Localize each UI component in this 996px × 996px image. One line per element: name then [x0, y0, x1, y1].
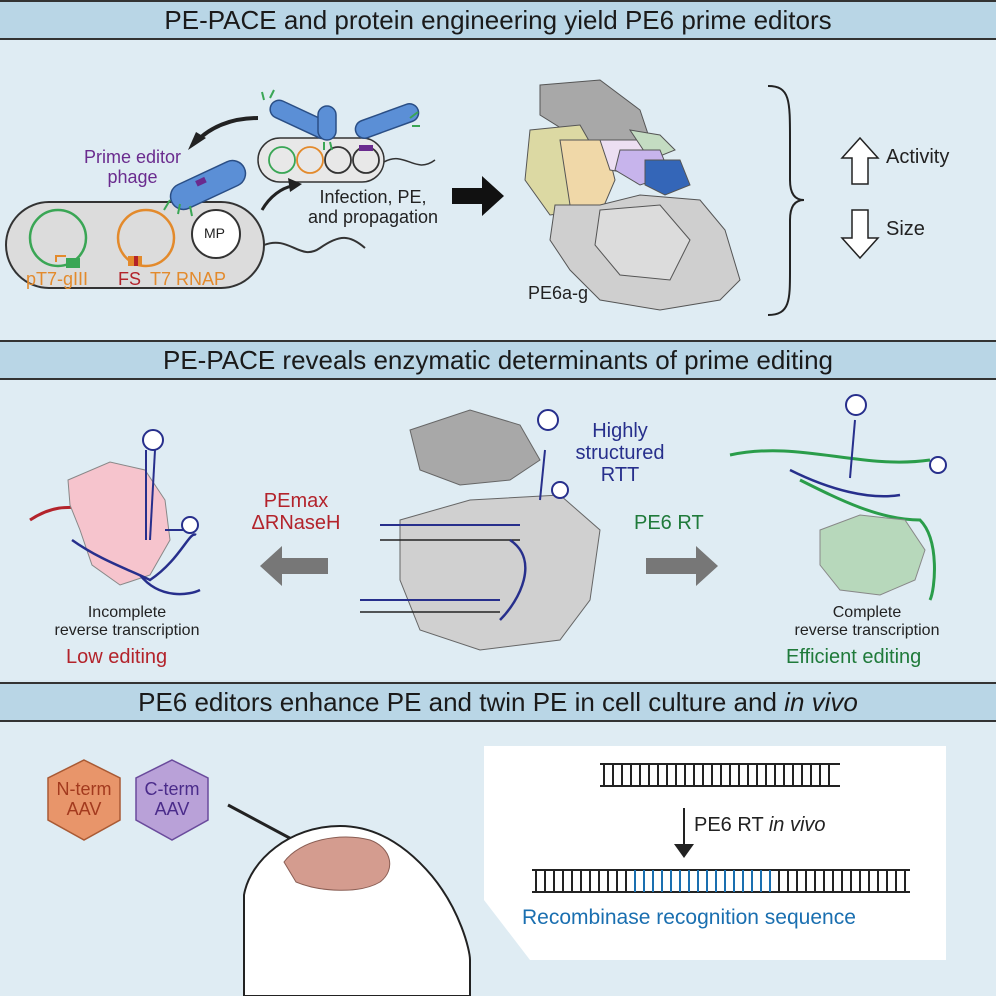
- panel-pe-pace: [0, 40, 996, 340]
- recombinase-label: Recombinase recognition sequence: [522, 906, 856, 929]
- phage-particles: [169, 99, 420, 211]
- arrow-phage-to-host: [196, 116, 259, 142]
- section-header-pe6-editors: PE6 editors enhance PE and twin PE in ce…: [0, 682, 996, 722]
- t7rnap-label: T7 RNAP: [150, 269, 227, 289]
- fs-label: FS: [118, 269, 142, 289]
- phage-label: Prime editor phage: [84, 147, 182, 187]
- section-title: PE6 editors enhance PE and twin PE in ce…: [138, 686, 858, 717]
- size-label: Size: [886, 218, 925, 240]
- pe6rt-invivo-label: PE6 RT in vivo: [694, 814, 826, 836]
- cterm-aav-capsid: [135, 759, 209, 841]
- pe6-complex: [729, 394, 947, 601]
- central-complex: [360, 409, 601, 651]
- section-header-determinants: PE-PACE reveals enzymatic determinants o…: [0, 340, 996, 380]
- efficient-editing-label: Efficient editing: [786, 646, 922, 668]
- right-arrow: [646, 546, 718, 586]
- low-editing-label: Low editing: [66, 646, 168, 668]
- pemax-rt-complex: [29, 429, 201, 596]
- phage-pili: [163, 89, 420, 217]
- host-cell: [5, 201, 366, 289]
- left-arrow: [260, 546, 328, 586]
- process-arrowhead: [674, 844, 694, 858]
- mouse-brain: [283, 836, 391, 891]
- activity-label: Activity: [886, 146, 950, 168]
- highly-structured-label: Highly structured RTT: [575, 420, 665, 486]
- pe6ag-label: PE6a-g: [528, 283, 589, 303]
- infection-label: Infection, PE, and propagation: [307, 187, 439, 227]
- nterm-aav-capsid: [47, 759, 121, 841]
- bracket: [767, 85, 805, 316]
- section-title: PE-PACE reveals enzymatic determinants o…: [162, 344, 834, 375]
- cterm-aav-label: C-term AAV: [144, 779, 200, 819]
- nterm-aav-label: N-term AAV: [56, 779, 112, 819]
- transition-arrow: [452, 176, 504, 216]
- incomplete-label: Incomplete reverse transcription: [54, 604, 200, 639]
- arrowhead: [288, 178, 302, 192]
- activity-up-arrow: [840, 136, 880, 185]
- section-header-pe-pace: PE-PACE and protein engineering yield PE…: [0, 0, 996, 40]
- protein-structure-pe6: [524, 79, 741, 311]
- dna-ladder-bottom: [532, 869, 910, 893]
- infected-cell: [257, 137, 436, 183]
- complete-label: Complete reverse transcription: [794, 604, 940, 639]
- zoom-inset-bg: [484, 746, 946, 960]
- mp-label: MP: [204, 225, 225, 241]
- pemax-label: PEmax ΔRNaseH: [251, 490, 341, 534]
- size-down-arrow: [840, 209, 880, 260]
- pe6rt-label: PE6 RT: [634, 512, 704, 534]
- arrow-host-to-infection: [260, 184, 293, 211]
- pt7-label: pT7-gIII: [26, 269, 89, 289]
- arrowhead: [188, 132, 206, 150]
- section-title: PE-PACE and protein engineering yield PE…: [164, 4, 832, 35]
